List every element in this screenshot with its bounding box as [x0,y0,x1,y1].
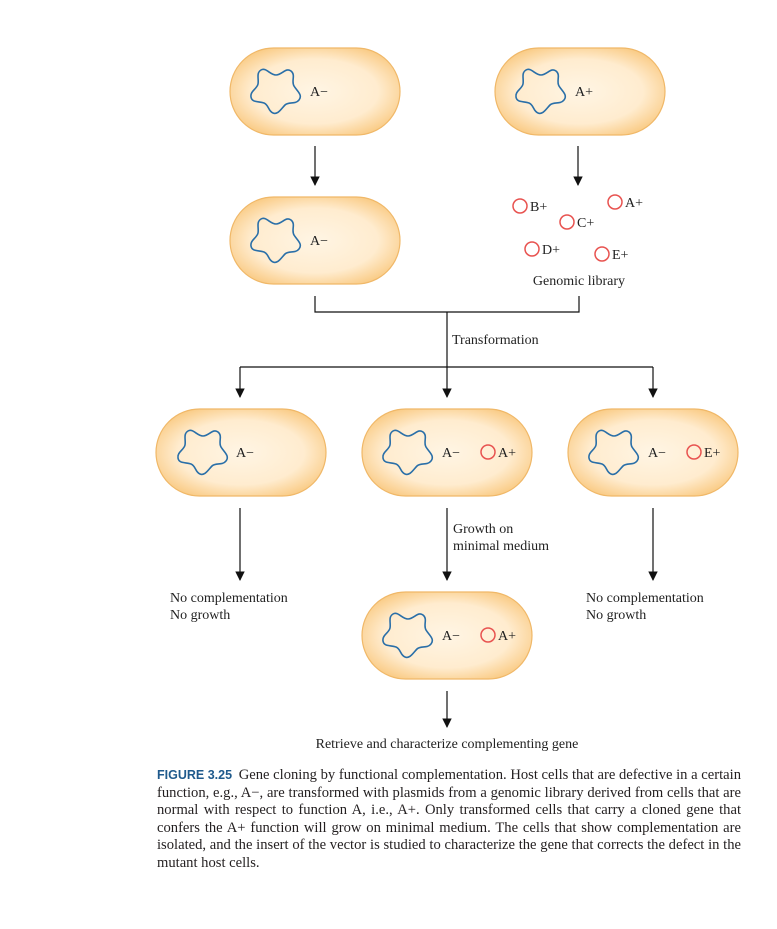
cell-label: A− [310,85,328,100]
plasmid-icon [512,198,528,214]
cell-row3-left: A− [155,408,327,497]
outcome-right: No growth [586,608,646,623]
figure-label: FIGURE 3.25 [157,768,233,782]
plasmid-icon [686,444,702,460]
genomic-library: B+ A+ C+ D+ E+ Genomic library [512,194,643,289]
plasmid-icon [607,194,623,210]
plasmid-label: D+ [542,243,560,258]
cell-row3-right: A− E+ [567,408,739,497]
merge-connector [314,296,580,313]
plasmid-label: E+ [612,248,629,263]
growth-label: minimal medium [453,539,549,554]
outcome-left: No growth [170,608,230,623]
cell-label: A− [442,629,460,644]
library-label: Genomic library [533,274,625,289]
cell-top-left: A− [229,47,401,136]
final-step-label: Retrieve and characterize complementing … [316,737,579,752]
plasmid-icon [594,246,610,262]
plasmid-label: A+ [498,629,516,644]
outcome-right: No complementation [586,591,704,606]
plasmid-label: C+ [577,216,594,231]
cell-label: A− [648,446,666,461]
plasmid-label: A+ [625,196,643,211]
plasmid-icon [480,627,496,643]
plasmid-icon [480,444,496,460]
cell-mid-left: A− [229,196,401,285]
plasmid-label: A+ [498,446,516,461]
growth-label: Growth on [453,522,513,537]
caption-text: Gene cloning by functional complementati… [157,767,741,871]
cell-label: A− [236,446,254,461]
plasmid-icon [559,214,575,230]
transformation-label: Transformation [452,333,539,348]
plasmid-icon [524,241,540,257]
cell-bottom: A− A+ [361,591,533,680]
cell-row3-mid: A− A+ [361,408,533,497]
plasmid-label: E+ [704,446,721,461]
complementation-diagram: A− A+ A− B+ A+ C+ D+ E+ Genomic library … [155,47,739,752]
cell-label: A− [310,234,328,249]
cell-label: A+ [575,85,593,100]
cell-label: A− [442,446,460,461]
figure-caption: FIGURE 3.25 Gene cloning by functional c… [157,767,741,872]
outcome-left: No complementation [170,591,288,606]
plasmid-label: B+ [530,200,547,215]
cell-top-right: A+ [494,47,666,136]
